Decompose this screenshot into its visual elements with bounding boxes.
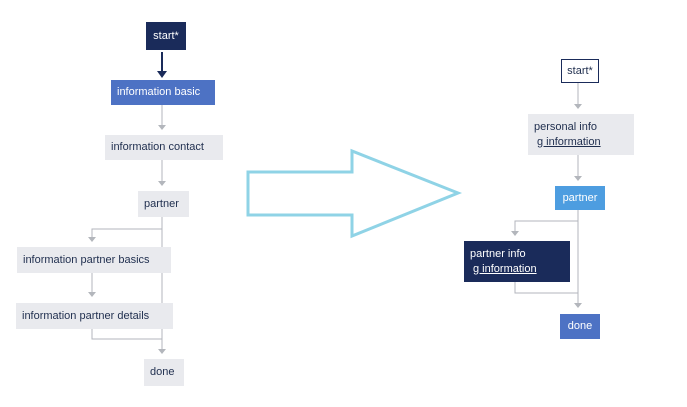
right-start-label: start* bbox=[567, 64, 593, 77]
left-information-partner-details-node[interactable]: information partner details bbox=[16, 303, 173, 329]
arrowhead bbox=[157, 71, 167, 78]
left-done-label: done bbox=[150, 366, 175, 378]
left-done-node[interactable]: done bbox=[144, 359, 184, 386]
arrowhead bbox=[574, 303, 582, 308]
right-partner-info-link[interactable]: g information bbox=[473, 262, 537, 275]
right-personal-info-node[interactable]: personal info g information bbox=[528, 114, 634, 155]
left-start-label: start* bbox=[153, 29, 179, 42]
left-start-node[interactable]: start* bbox=[146, 22, 186, 50]
arrowhead bbox=[574, 104, 582, 109]
right-start-node[interactable]: start* bbox=[561, 59, 599, 83]
left-information-contact-label: information contact bbox=[111, 141, 204, 153]
transform-arrow bbox=[246, 148, 463, 239]
left-information-partner-details-label: information partner details bbox=[22, 309, 150, 322]
connector-partnerinfo-done bbox=[514, 282, 578, 294]
arrowhead bbox=[88, 292, 96, 297]
right-partner-info-node[interactable]: partner info g information bbox=[464, 241, 570, 282]
connector-details-done bbox=[91, 329, 162, 340]
left-information-partner-basics-node[interactable]: information partner basics bbox=[17, 247, 171, 273]
right-personal-info-link[interactable]: g information bbox=[537, 135, 601, 148]
connector-partner-basics bbox=[91, 228, 162, 238]
arrowhead bbox=[158, 181, 166, 186]
left-partner-node[interactable]: partner bbox=[138, 191, 189, 217]
arrowhead bbox=[88, 237, 96, 242]
connector-partner-partnerinfo bbox=[514, 220, 578, 233]
right-partner-node[interactable]: partner bbox=[555, 186, 605, 210]
arrowhead bbox=[511, 231, 519, 236]
arrowhead bbox=[158, 349, 166, 354]
right-partner-info-title: partner info bbox=[470, 247, 526, 260]
left-information-contact-node[interactable]: information contact bbox=[105, 135, 223, 160]
arrowhead bbox=[158, 125, 166, 130]
right-personal-info-title: personal info bbox=[534, 120, 597, 133]
right-done-node[interactable]: done bbox=[560, 314, 600, 339]
arrowhead bbox=[574, 176, 582, 181]
right-done-label: done bbox=[567, 320, 593, 332]
right-partner-label: partner bbox=[562, 191, 598, 204]
left-information-basic-node[interactable]: information basic bbox=[111, 80, 215, 105]
left-partner-label: partner bbox=[144, 197, 179, 210]
left-information-partner-basics-label: information partner basics bbox=[23, 253, 150, 266]
left-information-basic-label: information basic bbox=[117, 86, 201, 98]
